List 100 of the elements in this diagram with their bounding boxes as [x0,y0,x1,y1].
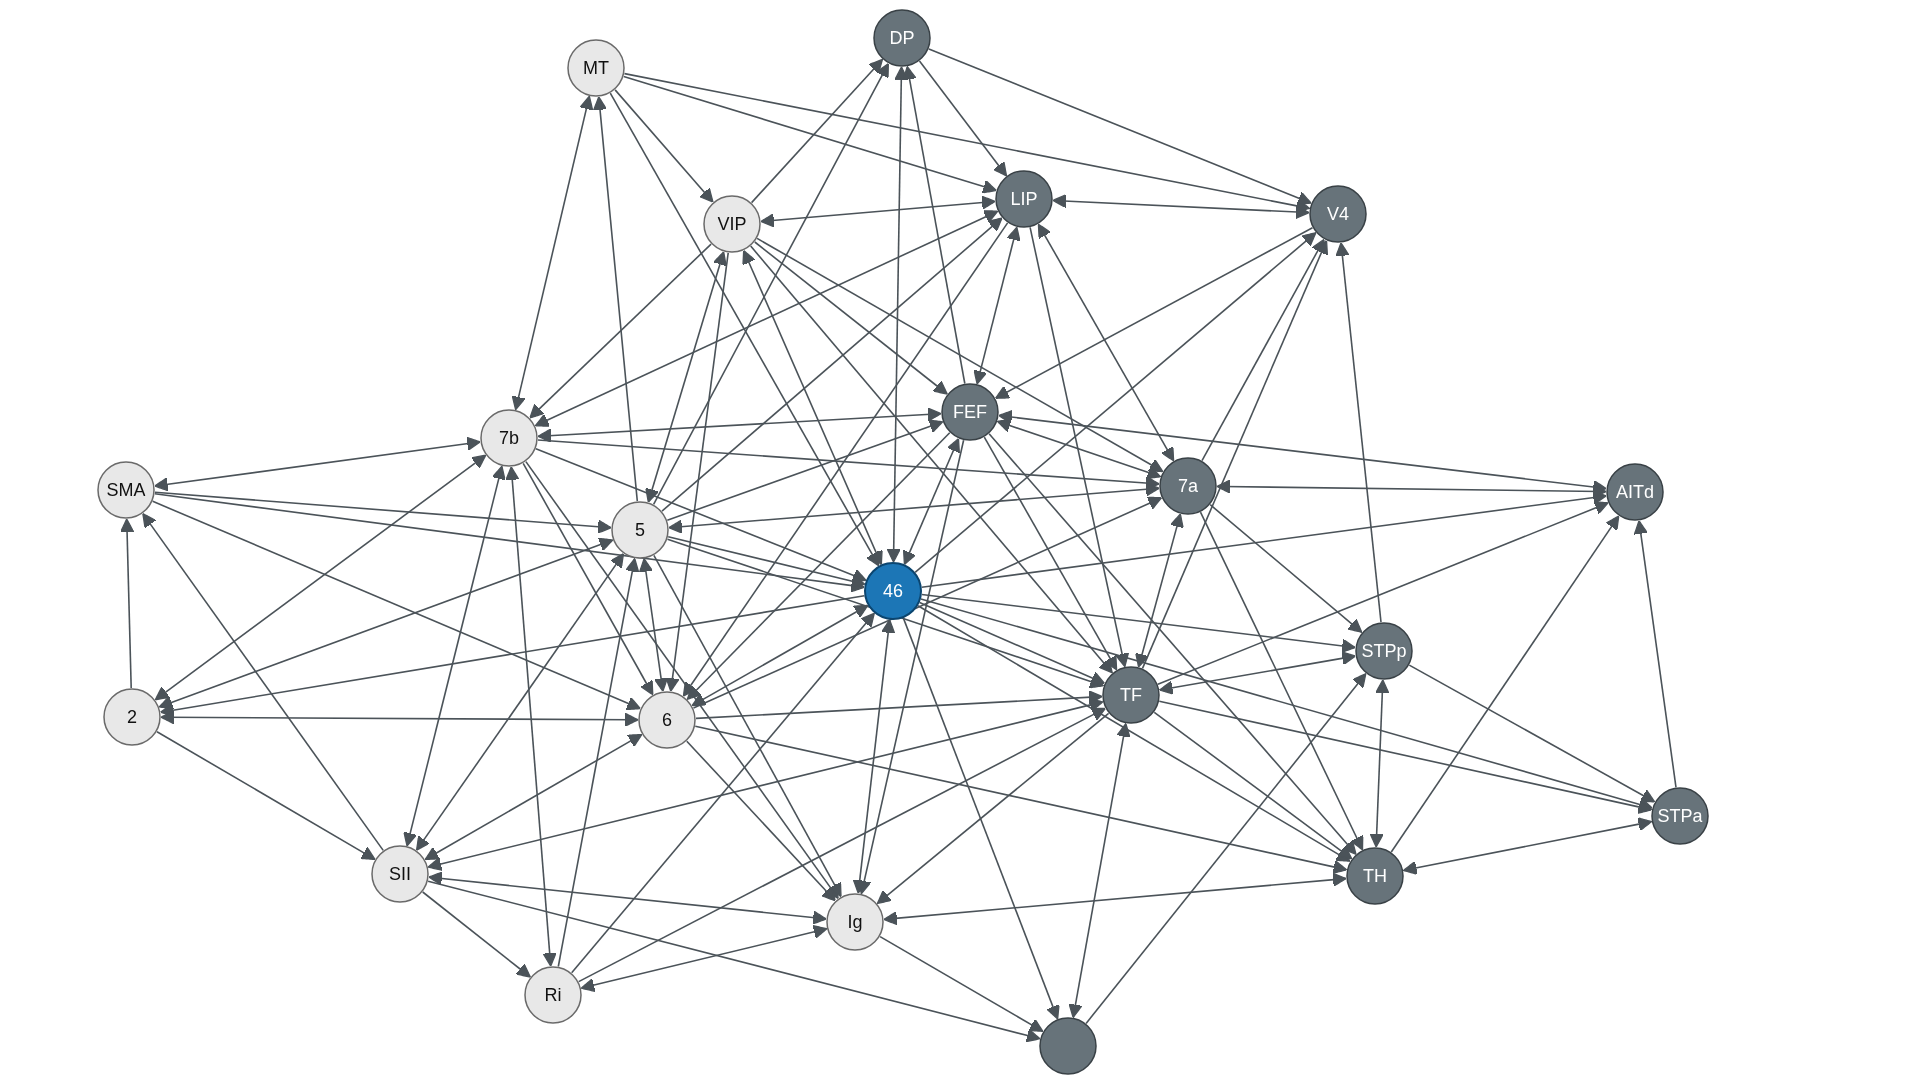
arrow [852,619,896,894]
arrow [914,232,1317,574]
arrow [415,553,625,851]
arrow [686,431,951,700]
arrow [665,252,729,692]
arrow [1369,679,1390,848]
arrow [421,891,531,978]
arrow [692,496,1163,709]
arrow [750,58,884,204]
arrow [537,407,942,443]
node-circle [1039,1017,1097,1075]
arrow [653,554,842,898]
arrow [920,598,1653,812]
arrow [1408,664,1656,803]
arrow [557,557,640,968]
node-circle: 7b [480,409,538,467]
node-circle: AITd [1606,463,1664,521]
arrow [917,605,1351,862]
arrow [580,924,828,993]
arrow [902,438,960,565]
arrow [424,733,643,861]
arrow [1199,511,1364,851]
arrow [1068,722,1131,1019]
arrow [1052,193,1310,220]
node-circle: LIP [995,170,1053,228]
node-circle: DP [873,9,931,67]
arrow [666,419,944,521]
arrow [119,518,135,689]
arrow [876,712,1110,905]
arrow [525,460,839,900]
arrow [1029,226,1130,668]
node-circle: VIP [703,195,761,253]
arrow [614,89,714,203]
node-circle: FEF [941,383,999,441]
arrow [511,95,594,411]
arrow [756,237,1164,473]
arrow [902,65,966,385]
arrow [535,447,867,583]
arrow [428,871,827,925]
node-circle: SII [371,845,429,903]
arrow [522,462,654,696]
arrow [1158,651,1357,695]
arrow [857,439,965,895]
arrow [928,48,1312,205]
arrow [160,710,639,727]
arrow [760,195,996,228]
arrow [652,62,889,506]
node-circle: 5 [611,501,669,559]
arrow [667,536,866,589]
arrow [156,730,376,861]
arrow [686,740,836,902]
arrow [623,72,1311,213]
arrow [1153,711,1353,860]
arrow [142,512,384,852]
arrow [883,872,1347,926]
arrow [1633,520,1677,789]
arrow [570,612,875,974]
arrow [983,436,1118,671]
arrow [973,226,1021,385]
arrow [682,222,1009,697]
arrow [996,418,1162,480]
arrow [1158,700,1653,814]
arrow [592,96,639,502]
arrow [154,491,612,534]
arrow [505,466,557,967]
arrow [695,690,1103,720]
node-circle: 7a [1159,457,1217,515]
arrow [403,465,506,847]
arrow [529,243,712,419]
arrow [1135,513,1184,668]
node-circle: STPa [1651,787,1709,845]
node-circle: 6 [638,691,696,749]
arrow [609,92,880,567]
arrow [154,454,487,701]
node-circle: Ri [524,966,582,1024]
arrow [1390,515,1620,853]
arrow [1201,238,1325,462]
arrow [879,935,1044,1032]
arrow [742,249,883,566]
arrow [994,226,1314,399]
node-circle: STPp [1355,622,1413,680]
arrow [902,617,1060,1020]
arrow [638,558,669,692]
arrow [749,245,1113,674]
arrow [1085,672,1367,1025]
arrow [666,538,1105,689]
arrow [921,593,1356,653]
node-circle: 46 [864,562,922,620]
arrow [1209,503,1363,633]
node-circle: TH [1346,847,1404,905]
arrow [622,75,997,194]
arrow [754,241,948,395]
arrow [918,60,1008,177]
arrow [158,537,614,710]
arrow [1037,223,1175,462]
arrow [645,251,727,503]
arrow [154,436,481,492]
arrow [694,725,1348,874]
arrow [534,210,999,427]
arrow [691,604,869,707]
